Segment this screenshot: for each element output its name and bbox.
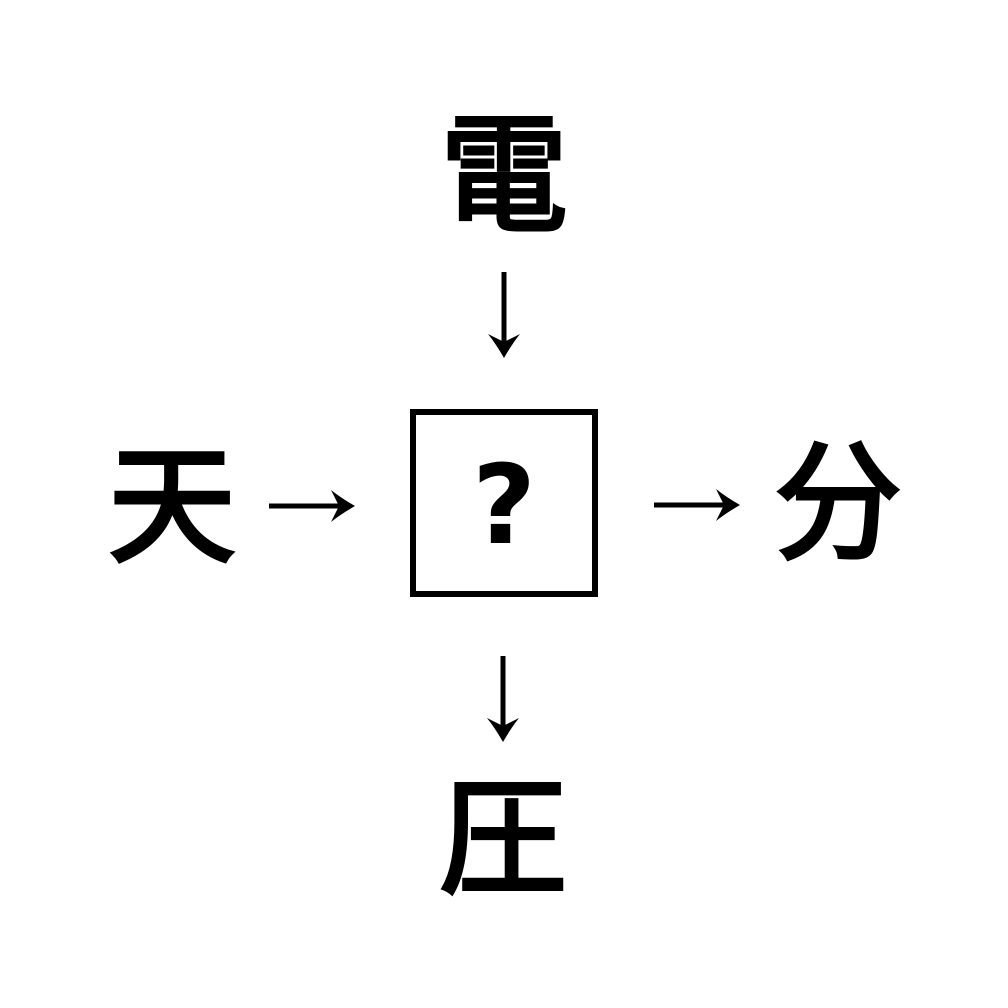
answer-box[interactable]: ?: [410, 409, 598, 597]
kanji-top: 電: [439, 105, 569, 248]
arrow-top-to-center-icon: [486, 272, 522, 358]
question-mark-placeholder: ?: [472, 441, 536, 569]
arrow-center-to-right-icon: [654, 487, 740, 523]
kanji-right: 分: [773, 433, 903, 576]
kanji-bottom: 圧: [438, 768, 568, 911]
kanji-left: 天: [107, 436, 237, 579]
arrow-center-to-bottom-icon: [485, 656, 521, 742]
arrow-left-to-center-icon: [269, 488, 355, 524]
